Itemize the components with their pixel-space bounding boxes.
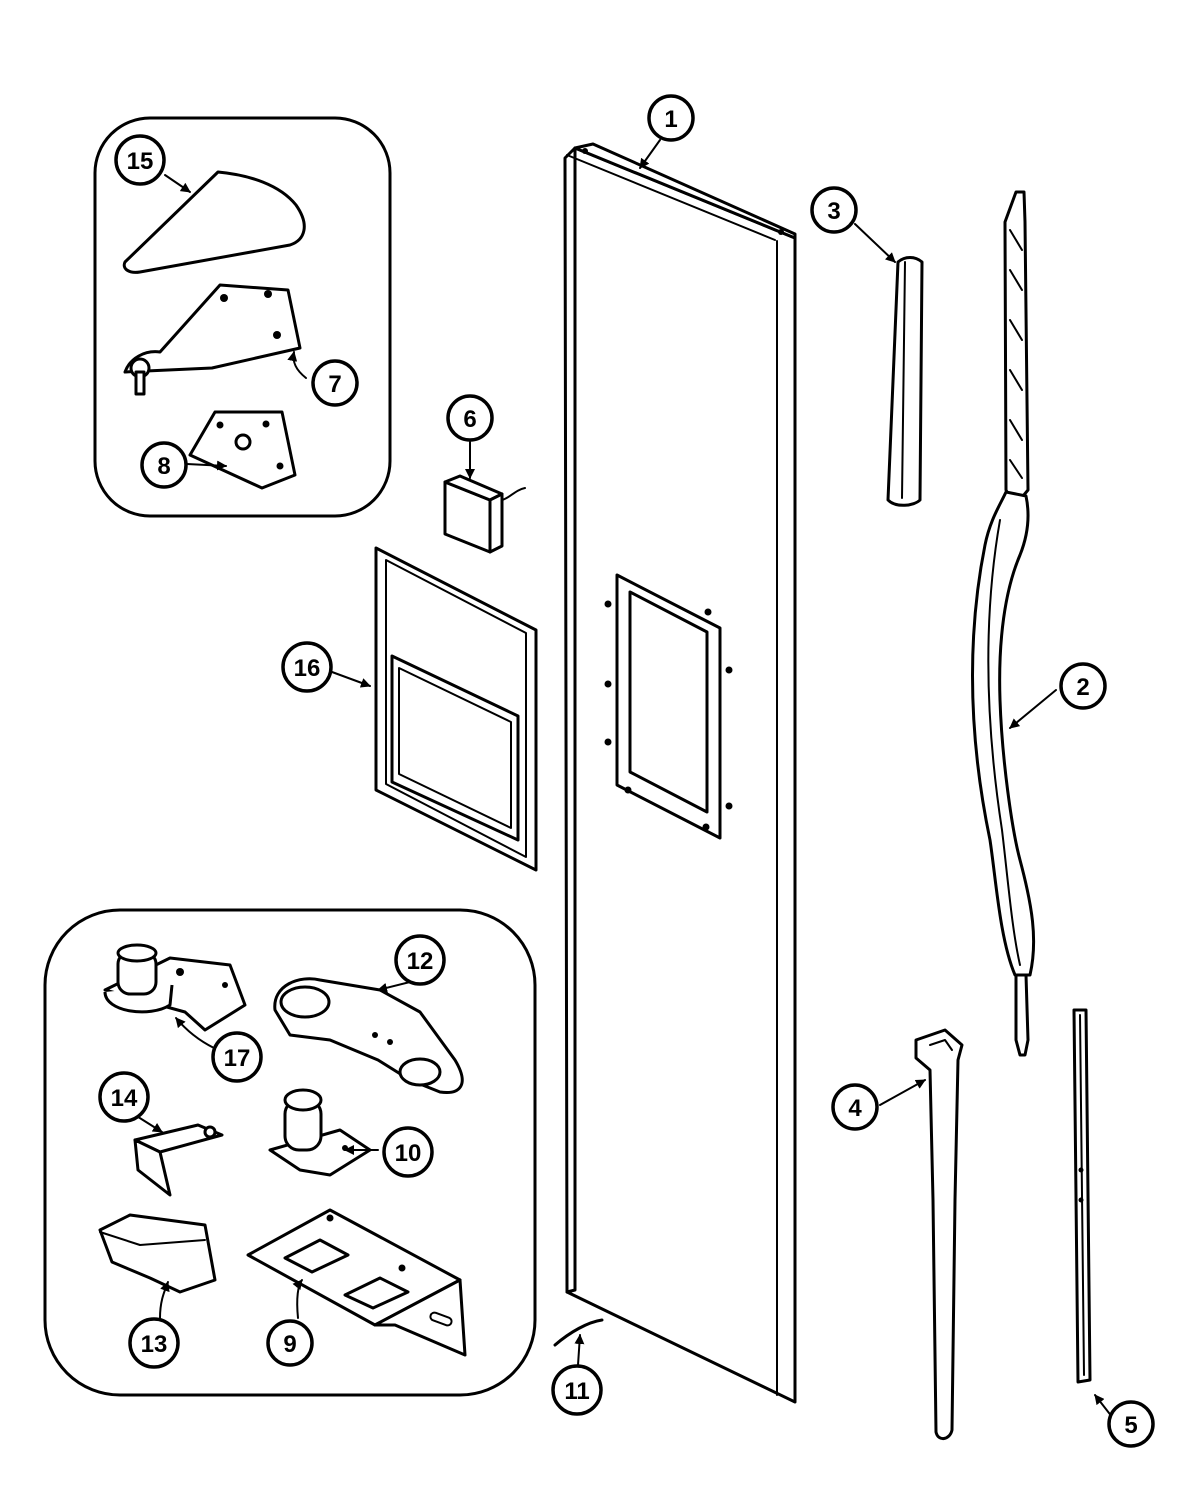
callout-7: 7	[311, 359, 359, 407]
callout-9: 9	[266, 1319, 314, 1367]
callout-1: 1	[647, 94, 695, 142]
callout-7-label: 7	[328, 371, 341, 398]
leader-lines	[134, 139, 1117, 1423]
callout-3: 3	[810, 186, 858, 234]
callout-4-label: 4	[848, 1095, 862, 1122]
callout-13-label: 13	[141, 1331, 168, 1358]
callout-5-label: 5	[1124, 1412, 1137, 1439]
hinge-plate	[188, 410, 297, 490]
callout-15-label: 15	[127, 148, 154, 175]
top-hinge	[123, 283, 302, 396]
callout-11: 11	[551, 1364, 603, 1416]
dispenser-frame	[374, 546, 538, 872]
callout-10: 10	[382, 1126, 434, 1178]
callout-6-label: 6	[463, 406, 476, 433]
callout-12-label: 12	[407, 948, 434, 975]
callout-11-label: 11	[564, 1378, 589, 1405]
bottom-hinge-plate	[246, 1208, 467, 1357]
callout-16: 16	[281, 641, 333, 693]
dispenser-switch	[443, 474, 526, 554]
lower-hinge-bracket	[273, 977, 464, 1095]
bottom-hinge-kit-group-box	[43, 908, 537, 1397]
callout-16-label: 16	[294, 655, 321, 682]
hinge-cover	[122, 170, 306, 274]
callout-3-label: 3	[827, 198, 840, 225]
callout-15: 15	[114, 134, 166, 186]
bottom-hinge-cover	[98, 1213, 217, 1294]
callout-1-label: 1	[664, 106, 677, 133]
side-strip	[1072, 1008, 1092, 1384]
small-bracket	[133, 1123, 224, 1197]
hinge-pin-assembly	[268, 1088, 372, 1177]
callout-6: 6	[446, 394, 494, 442]
callout-10-label: 10	[395, 1140, 422, 1167]
callout-8: 8	[140, 441, 188, 489]
callout-5: 5	[1107, 1400, 1155, 1448]
callout-2-label: 2	[1076, 674, 1089, 701]
callout-12: 12	[394, 934, 446, 986]
callout-2: 2	[1059, 662, 1107, 710]
callout-8-label: 8	[157, 453, 170, 480]
shim	[553, 1318, 604, 1347]
callout-4: 4	[831, 1083, 879, 1131]
lower-hinge-with-pin	[103, 943, 247, 1032]
door-panel	[563, 142, 797, 1404]
callout-14-label: 14	[111, 1085, 138, 1112]
door-handle	[971, 190, 1036, 1057]
callout-9-label: 9	[283, 1331, 296, 1358]
top-trim-cap	[886, 256, 924, 507]
callout-17: 17	[211, 1031, 263, 1083]
bottom-trim	[914, 1028, 964, 1440]
top-hinge-kit-group-box	[93, 116, 392, 518]
callout-17-label: 17	[224, 1045, 251, 1072]
callout-14: 14	[98, 1071, 150, 1123]
callout-13: 13	[128, 1317, 180, 1369]
